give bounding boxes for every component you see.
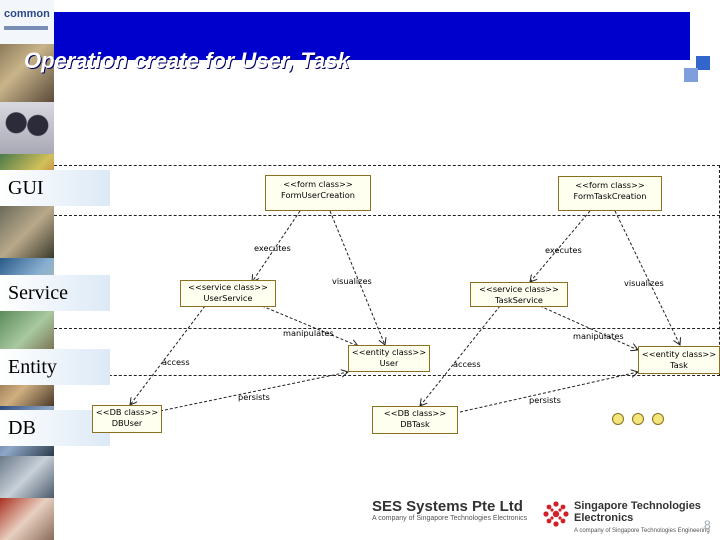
class-name: DBTask [400, 419, 430, 429]
layer-label-gui: GUI [0, 170, 110, 206]
edge-user-executes [252, 210, 301, 282]
ses-company-tagline: A company of Singapore Technologies Elec… [372, 515, 528, 522]
layer-boundary-top [54, 165, 720, 166]
object-circle-icon [652, 413, 664, 425]
edge-label-user-executes: executes [254, 243, 291, 253]
layer-label-db: DB [0, 410, 110, 446]
st-company-tagline: A company of Singapore Technologies Engi… [574, 528, 710, 534]
class-name: TaskService [495, 295, 543, 305]
sidebar-logo: common [0, 0, 54, 44]
st-company-name: Singapore Technologies Electronics [574, 500, 701, 524]
sidebar-photo [0, 102, 54, 154]
edge-label-user-manipulates: manipulates [283, 328, 334, 338]
class-name: Task [670, 360, 688, 370]
edge-label-user-access: access [162, 357, 190, 367]
st-company-name-line1: Singapore Technologies [574, 500, 701, 512]
sidebar-photo [0, 498, 54, 540]
class-stereotype: <<service class>> [188, 282, 268, 292]
layer-boundary-service-entity [54, 328, 720, 329]
class-name: FormTaskCreation [573, 191, 647, 201]
class-task-service[interactable]: <<service class>> TaskService [470, 282, 568, 307]
ses-logo-icon: SES Systems Pte Ltd A company of Singapo… [372, 498, 527, 522]
decorative-square [696, 56, 710, 70]
class-name: User [379, 358, 399, 368]
decorative-square [684, 68, 698, 82]
class-name: DBUser [111, 418, 143, 428]
class-stereotype: <<form class>> [283, 179, 353, 189]
sidebar-logo-bar [4, 26, 48, 30]
st-logo-mark-icon [543, 501, 569, 527]
slide-title: Operation create for User, Task [24, 48, 350, 73]
class-name: FormUserCreation [281, 190, 355, 200]
class-stereotype: <<entity class>> [641, 349, 717, 359]
edge-user-access [130, 305, 206, 405]
class-user[interactable]: <<entity class>> User [348, 345, 430, 372]
sidebar-photo [0, 44, 54, 102]
layer-label-entity: Entity [0, 349, 110, 385]
edge-label-task-persists: persists [529, 395, 561, 405]
layer-boundary-gui-service [54, 215, 720, 216]
edge-label-task-executes: executes [545, 245, 582, 255]
class-name: UserService [203, 293, 253, 303]
edge-label-user-persists: persists [238, 392, 270, 402]
edge-user-persists [159, 372, 348, 412]
page-number: 8 [704, 518, 711, 532]
class-user-service[interactable]: <<service class>> UserService [180, 280, 276, 307]
class-form-user-creation[interactable]: <<form class>> FormUserCreation [265, 175, 371, 211]
object-circle-icon [612, 413, 624, 425]
st-company-name-line2: Electronics [574, 512, 634, 524]
object-circle-icon [632, 413, 644, 425]
title-bar [54, 12, 690, 60]
layer-boundary-entity-db [54, 375, 720, 376]
class-stereotype: <<form class>> [575, 180, 645, 190]
class-stereotype: <<entity class>> [351, 347, 427, 357]
layer-label-service: Service [0, 275, 110, 311]
class-db-task[interactable]: <<DB class>> DBTask [372, 406, 458, 434]
edge-user-visualizes [329, 210, 385, 345]
class-stereotype: <<DB class>> [95, 407, 159, 417]
sidebar-photo [0, 206, 54, 258]
class-form-task-creation[interactable]: <<form class>> FormTaskCreation [558, 176, 662, 211]
class-stereotype: <<service class>> [479, 284, 559, 294]
edge-task-persists [459, 372, 638, 413]
edge-label-task-access: access [453, 359, 481, 369]
class-db-user[interactable]: <<DB class>> DBUser [92, 405, 162, 433]
sidebar-photo [0, 456, 54, 498]
edge-label-task-visualizes: visualizes [624, 278, 664, 288]
ses-company-name: SES Systems Pte Ltd [372, 498, 523, 515]
edge-task-manipulates [539, 305, 638, 350]
edge-user-manipulates [261, 305, 358, 346]
edge-label-task-manipulates: manipulates [573, 331, 624, 341]
class-task[interactable]: <<entity class>> Task [638, 346, 720, 374]
edge-label-user-visualizes: visualizes [332, 276, 372, 286]
edge-task-access [420, 305, 501, 406]
class-stereotype: <<DB class>> [383, 408, 447, 418]
edge-task-executes [530, 210, 591, 282]
sidebar-logo-text: common [4, 8, 50, 20]
